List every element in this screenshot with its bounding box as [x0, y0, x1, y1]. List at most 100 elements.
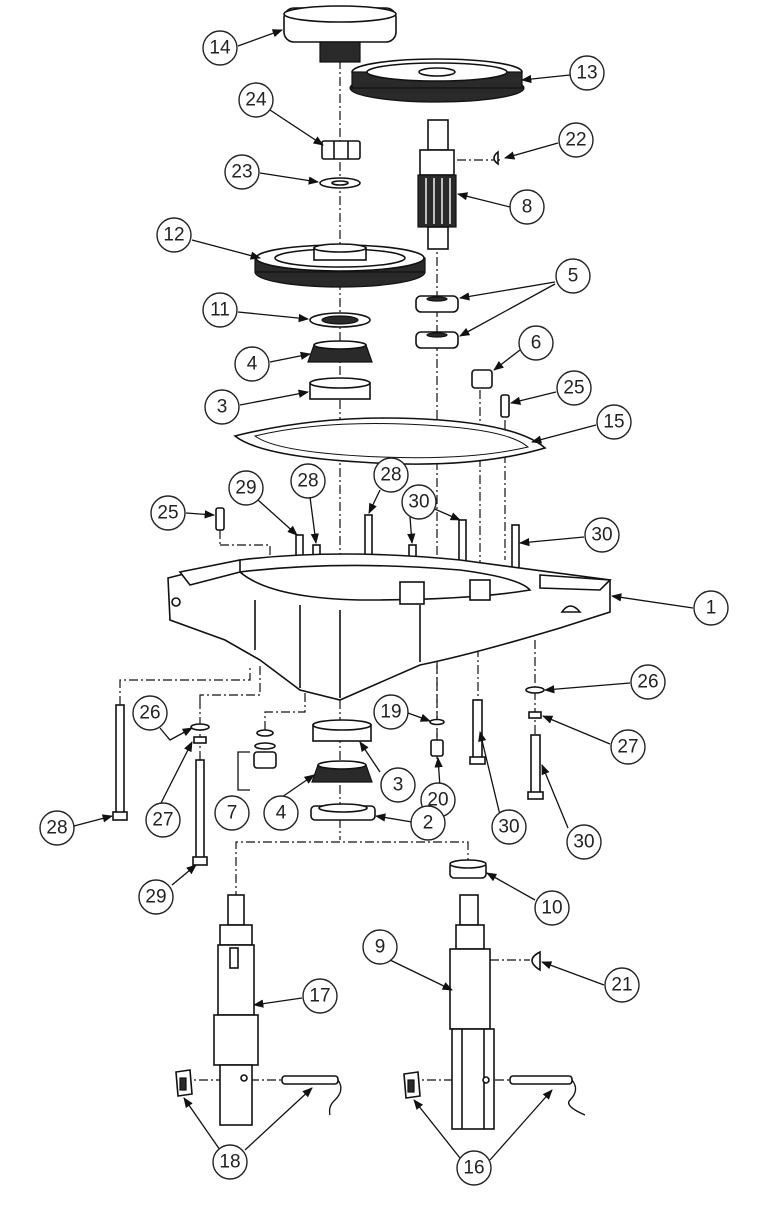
svg-text:21: 21	[611, 975, 632, 996]
callout-27-right: 27	[610, 729, 646, 765]
part-13-top-gear	[349, 58, 525, 103]
svg-text:20: 20	[427, 790, 448, 811]
part-6-bushing	[471, 369, 493, 389]
svg-text:30: 30	[591, 525, 612, 546]
part-10-bushing	[449, 859, 487, 879]
callout-26-left: 26	[132, 695, 168, 731]
callout-29-top: 29	[228, 470, 264, 506]
callout-27-left: 27	[145, 802, 181, 838]
callout-30-top-mid: 30	[401, 484, 437, 520]
svg-text:23: 23	[231, 162, 252, 183]
svg-text:25: 25	[563, 378, 584, 399]
part-21-key	[531, 950, 541, 972]
part-3-cup-top	[309, 377, 371, 400]
svg-text:29: 29	[145, 887, 166, 908]
svg-text:27: 27	[617, 737, 638, 758]
callout-4-lower: 4	[263, 795, 299, 831]
part-2-seal	[310, 803, 376, 821]
lower-bolts	[112, 686, 545, 866]
svg-text:6: 6	[531, 333, 542, 354]
callout-14: 14	[202, 30, 238, 66]
callout-24: 24	[238, 82, 274, 118]
svg-text:26: 26	[637, 672, 658, 693]
svg-text:28: 28	[297, 471, 318, 492]
svg-text:13: 13	[576, 63, 597, 84]
callout-16: 16	[456, 1150, 492, 1186]
svg-text:8: 8	[522, 197, 533, 218]
svg-text:29: 29	[235, 478, 256, 499]
callout-8: 8	[509, 189, 545, 225]
part-15-gasket	[233, 417, 547, 465]
svg-text:28: 28	[380, 465, 401, 486]
part-4-bearing-top	[307, 340, 373, 363]
callout-23: 23	[224, 154, 260, 190]
svg-text:7: 7	[227, 803, 238, 824]
callout-22: 22	[558, 122, 594, 158]
svg-text:1: 1	[706, 598, 717, 619]
svg-text:12: 12	[163, 225, 184, 246]
part-17-left-shaft	[213, 894, 259, 1126]
callout-21: 21	[604, 967, 640, 1003]
callout-19: 19	[373, 694, 409, 730]
part-16-clip-pin	[403, 1071, 586, 1116]
callout-7: 7	[214, 795, 250, 831]
svg-text:30: 30	[498, 817, 519, 838]
part-25-dowels	[215, 394, 510, 531]
part-4-bearing-lower	[311, 760, 373, 783]
part-12-middle-gear	[254, 243, 426, 288]
callout-30-lower-right: 30	[566, 824, 602, 860]
part-11-seal	[309, 312, 371, 328]
part-23-washer	[319, 177, 361, 189]
svg-text:28: 28	[46, 818, 67, 839]
svg-text:24: 24	[245, 90, 267, 111]
callout-17: 17	[302, 978, 338, 1014]
part-18-clip-pin	[175, 1069, 342, 1116]
callout-28-top-left: 28	[290, 463, 326, 499]
callout-12: 12	[156, 217, 192, 253]
callout-10: 10	[534, 890, 570, 926]
svg-text:25: 25	[157, 503, 178, 524]
svg-text:30: 30	[573, 832, 594, 853]
svg-text:4: 4	[247, 354, 258, 375]
svg-text:27: 27	[152, 810, 173, 831]
part-24-nut	[321, 140, 361, 160]
part-14-pinion-cap	[283, 5, 397, 63]
part-1-housing	[167, 553, 612, 701]
callout-26-right: 26	[630, 664, 666, 700]
callout-11: 11	[202, 292, 238, 328]
svg-text:19: 19	[380, 702, 401, 723]
callout-3-top: 3	[204, 389, 240, 425]
callout-18: 18	[212, 1144, 248, 1180]
callout-9: 9	[362, 929, 398, 965]
svg-text:11: 11	[210, 300, 230, 321]
part-3-cup-lower	[312, 719, 372, 742]
callout-25-left: 25	[150, 495, 186, 531]
callout-28-top-mid: 28	[373, 457, 409, 493]
callout-25-right: 25	[556, 370, 592, 406]
svg-text:10: 10	[541, 898, 562, 919]
callout-30-lower-mid: 30	[491, 809, 527, 845]
svg-text:3: 3	[393, 775, 404, 796]
svg-text:2: 2	[423, 813, 434, 834]
leader-lines	[73, 29, 694, 1161]
callout-13: 13	[569, 55, 605, 91]
callout-30-top-right: 30	[584, 517, 620, 553]
part-9-right-shaft	[449, 894, 495, 1130]
svg-text:26: 26	[139, 703, 160, 724]
callout-6: 6	[518, 325, 554, 361]
svg-text:5: 5	[568, 266, 579, 287]
callout-29-lower: 29	[138, 879, 174, 915]
svg-text:18: 18	[219, 1152, 240, 1173]
part-5-bearings	[415, 295, 459, 349]
svg-text:22: 22	[565, 130, 586, 151]
callout-3-lower: 3	[380, 767, 416, 803]
svg-text:9: 9	[375, 937, 386, 958]
svg-text:30: 30	[408, 492, 429, 513]
svg-text:4: 4	[276, 803, 287, 824]
callout-28-lower: 28	[39, 810, 75, 846]
part-22-key	[493, 150, 499, 166]
svg-text:14: 14	[209, 38, 231, 59]
callout-5: 5	[555, 258, 591, 294]
callout-1: 1	[693, 590, 729, 626]
